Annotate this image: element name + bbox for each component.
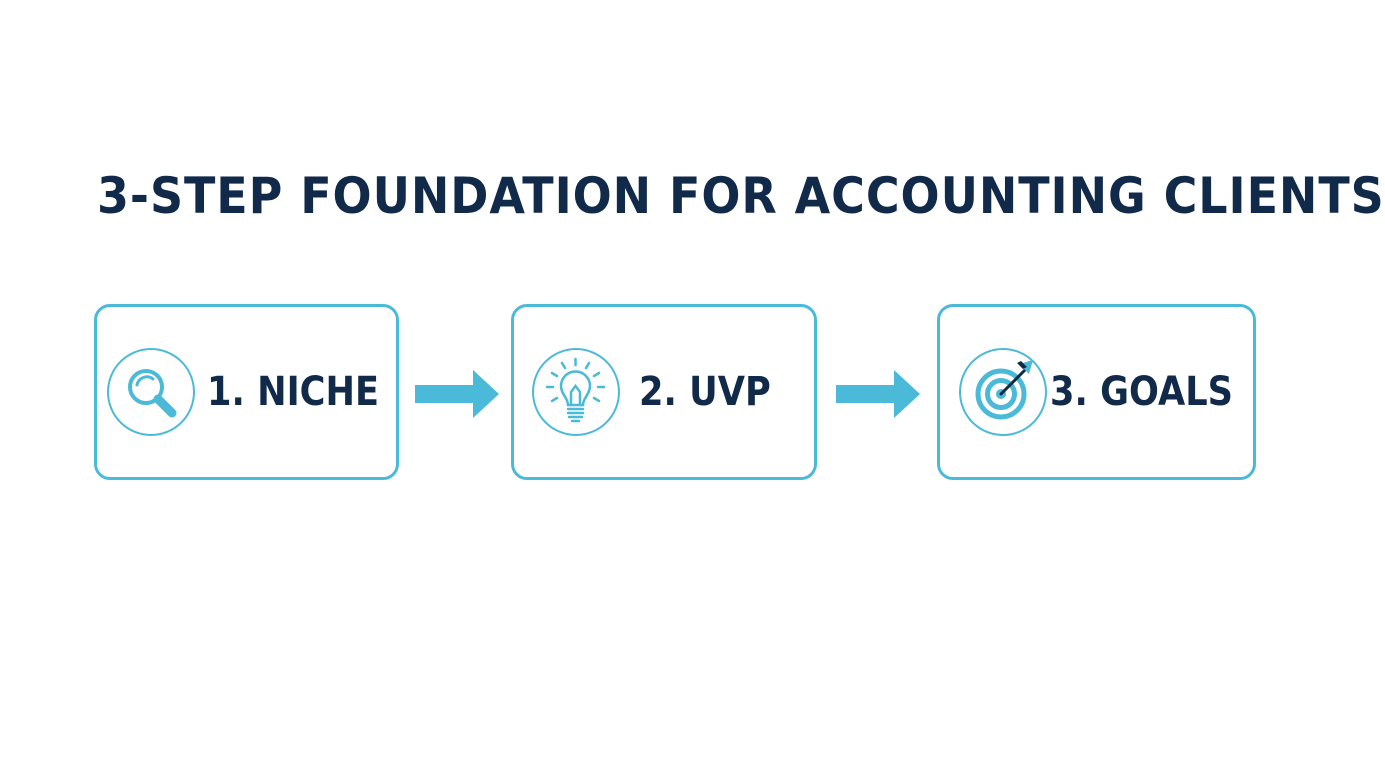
- lightbulb-icon: [532, 348, 620, 436]
- target-icon: [959, 348, 1047, 436]
- step-box-uvp: 2. UVP: [511, 304, 817, 480]
- magnifying-glass-icon: [107, 348, 195, 436]
- step-box-niche: 1. NICHE: [94, 304, 399, 480]
- arrow-right-icon: [836, 370, 920, 418]
- step-box-goals: 3. GOALS: [937, 304, 1256, 480]
- arrow-right-icon: [415, 370, 499, 418]
- page-title: 3-STEP FOUNDATION FOR ACCOUNTING CLIENTS: [97, 167, 1385, 225]
- step-label-niche: 1. NICHE: [207, 369, 380, 415]
- step-label-goals: 3. GOALS: [1050, 369, 1234, 415]
- step-label-uvp: 2. UVP: [639, 369, 771, 415]
